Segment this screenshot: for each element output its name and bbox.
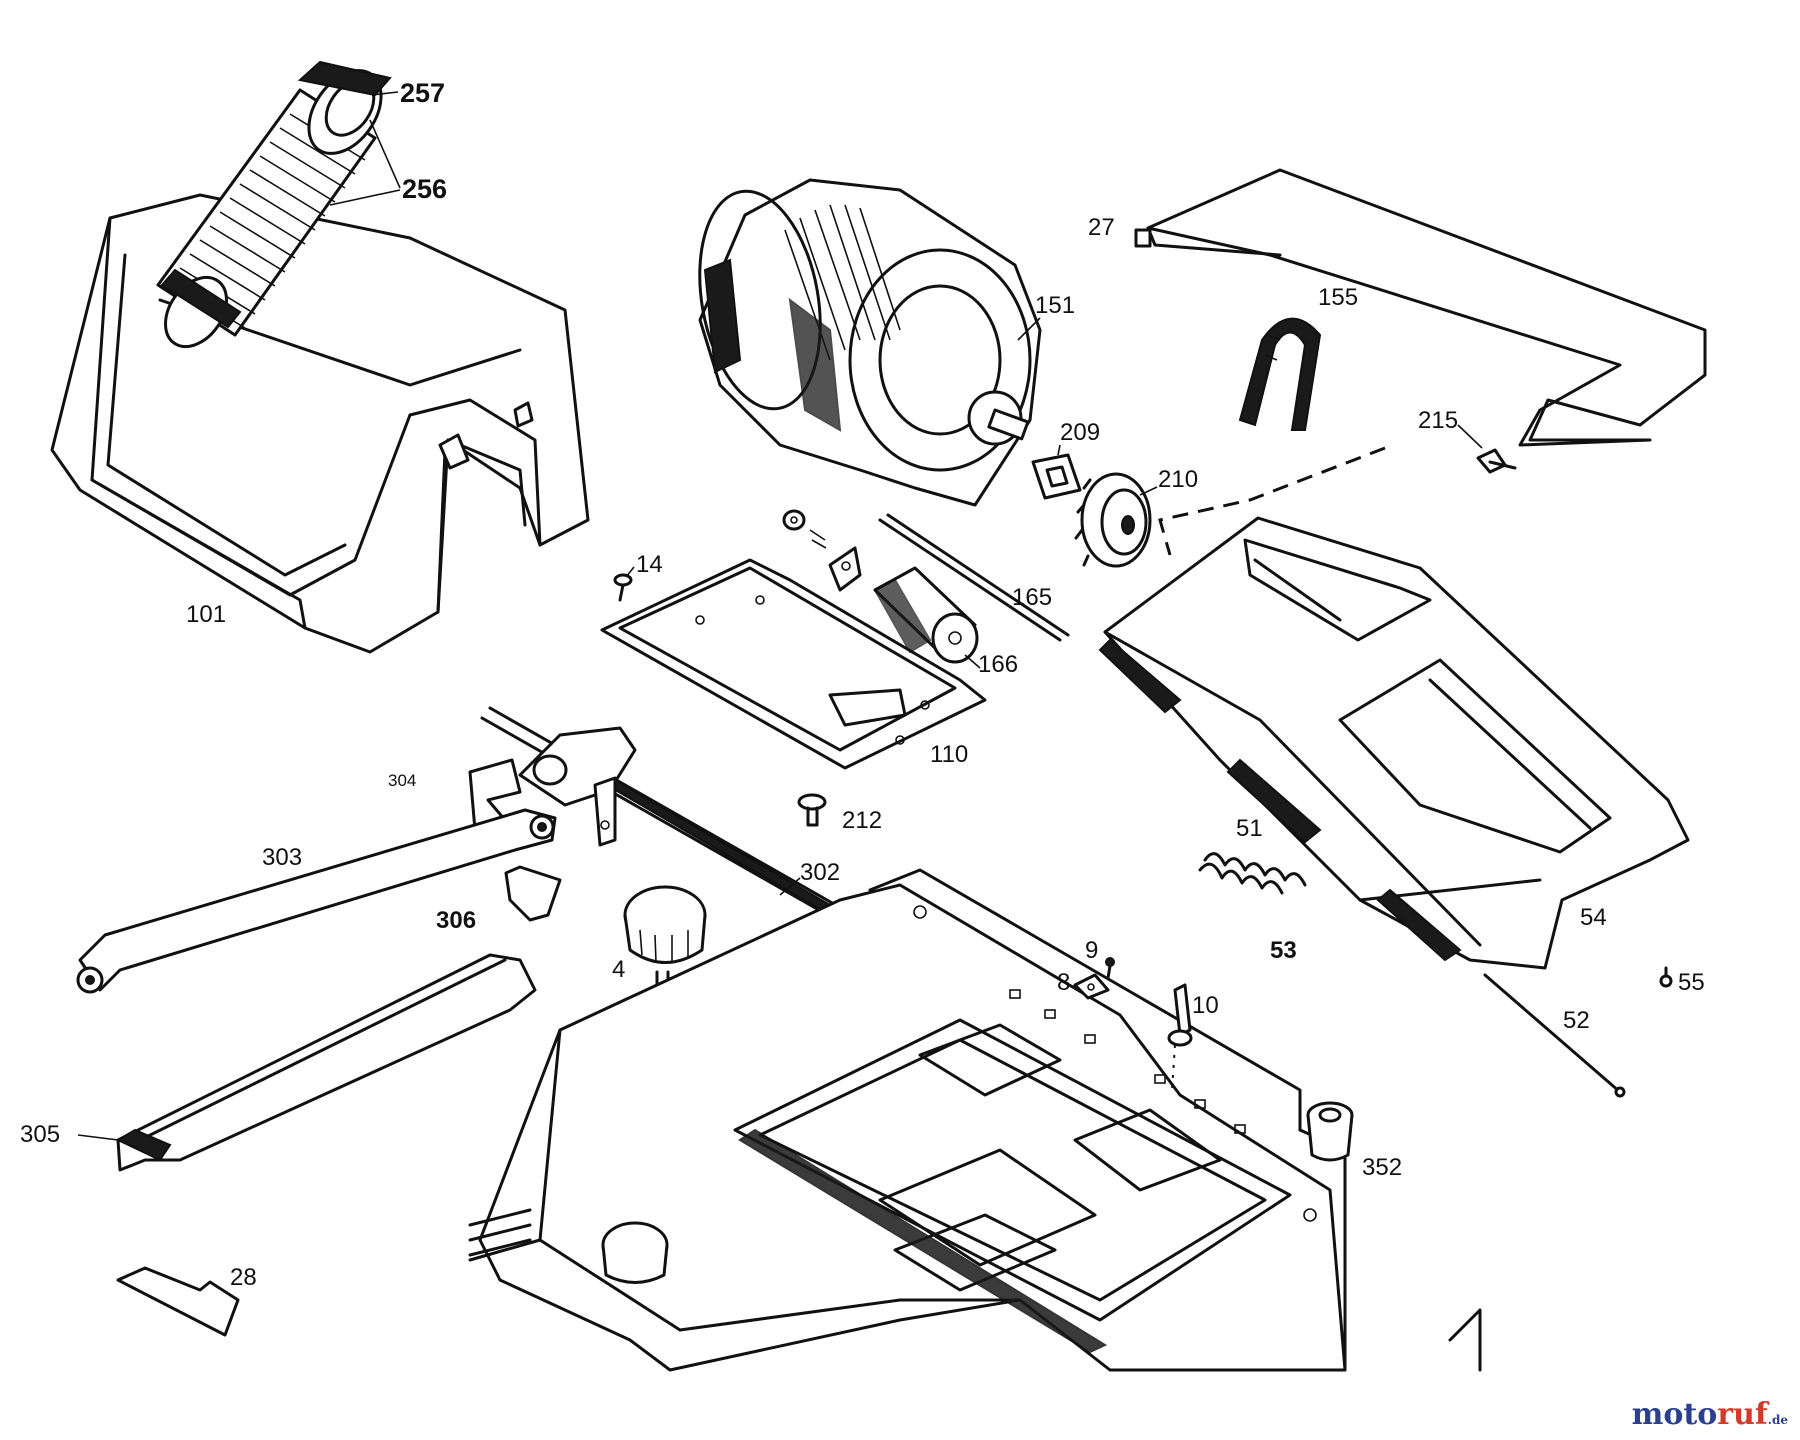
label-110: 110 (930, 741, 968, 768)
cable-part-165 (878, 513, 1070, 642)
label-4: 4 (612, 956, 625, 983)
mower-deck-base (468, 868, 1482, 1372)
label-101: 101 (186, 601, 226, 628)
spring-part-53 (1198, 852, 1307, 895)
screw-part-9 (1105, 957, 1115, 980)
label-210: 210 (1158, 466, 1198, 493)
label-256: 256 (402, 174, 447, 204)
label-209: 209 (1060, 419, 1100, 446)
label-52: 52 (1563, 1007, 1590, 1034)
motor-part-151 (698, 178, 1042, 507)
hose-cap-part-257 (297, 60, 392, 155)
label-27: 27 (1088, 214, 1115, 241)
watermark-part-a: moto (1631, 1397, 1718, 1432)
label-212: 212 (842, 807, 882, 834)
label-51: 51 (1236, 815, 1263, 842)
label-257: 257 (400, 78, 445, 108)
label-28: 28 (230, 1264, 257, 1291)
label-352: 352 (1362, 1154, 1402, 1181)
label-165: 165 (1012, 584, 1052, 611)
label-215: 215 (1418, 407, 1458, 434)
label-304: 304 (388, 771, 416, 790)
label-55: 55 (1678, 969, 1705, 996)
label-166: 166 (978, 651, 1018, 678)
label-151: 151 (1035, 292, 1075, 319)
label-302: 302 (800, 859, 840, 886)
drive-belt-part-155 (1238, 317, 1322, 431)
label-305: 305 (20, 1121, 60, 1148)
bolt-part-212 (797, 793, 827, 827)
bolt-part-10 (1167, 983, 1193, 1091)
handle-lever-part-303 (76, 808, 557, 994)
label-54: 54 (1580, 904, 1607, 931)
clip-part-55 (1659, 966, 1673, 988)
housing-lower-part-54 (1103, 516, 1690, 970)
hinge-rod-part-52 (1483, 973, 1626, 1098)
nut-part-small (782, 509, 827, 549)
belt-cover-part-27 (1134, 168, 1707, 447)
label-155: 155 (1318, 284, 1358, 311)
cover-plate-part-28 (116, 1266, 240, 1337)
watermark-part-c: .de (1767, 1413, 1788, 1427)
label-10: 10 (1192, 992, 1219, 1019)
capacitor-part-166 (873, 566, 979, 664)
label-53: 53 (1270, 937, 1297, 964)
label-306: 306 (436, 907, 476, 934)
washer-part-8 (1073, 973, 1110, 1000)
watermark-logo: motoruf.de (1632, 1397, 1788, 1432)
label-303: 303 (262, 844, 302, 871)
screw-part-215 (1158, 446, 1517, 556)
hinge-strip-part-51 (1098, 638, 1462, 962)
label-8: 8 (1057, 969, 1070, 996)
mounting-plate-part-110 (600, 558, 987, 770)
square-spacer-part-209 (1031, 453, 1082, 500)
pin-part-306 (504, 865, 562, 922)
handle-bar-part-305 (115, 953, 537, 1172)
watermark-part-b: ruf (1717, 1397, 1768, 1432)
bushing-part-352 (1306, 1101, 1354, 1162)
screw-part-14 (613, 573, 633, 602)
label-9: 9 (1085, 937, 1098, 964)
grass-box-cover-part-101 (50, 193, 590, 654)
adjust-lever-part-302-bracket (518, 726, 637, 847)
drive-gear-part-210 (1074, 472, 1152, 568)
bracket-part-110-tab (828, 546, 862, 592)
label-14: 14 (636, 551, 663, 578)
latch-part-101-tab (438, 401, 534, 470)
